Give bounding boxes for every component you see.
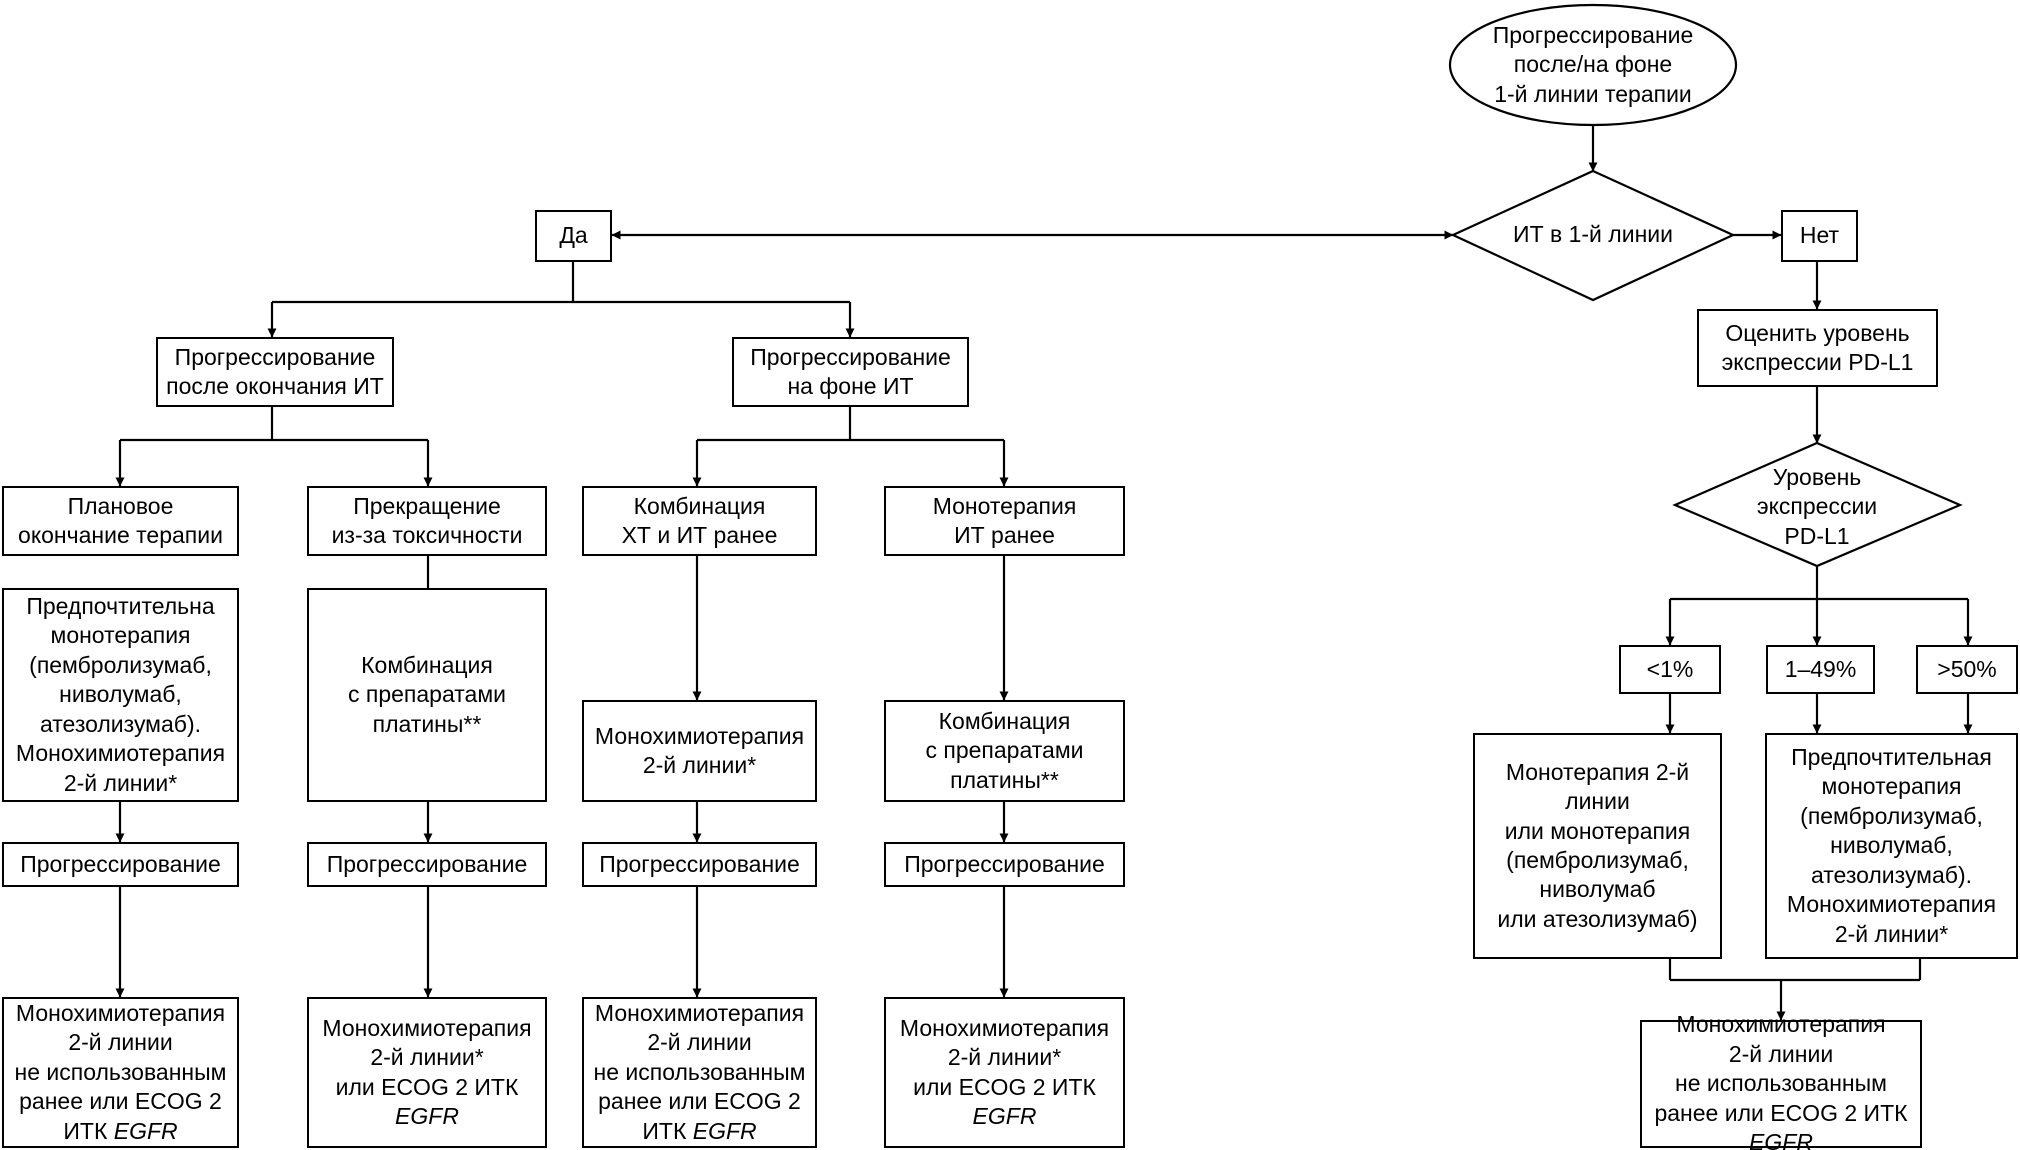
gene-egfr-col4: EGFR [972, 1102, 1037, 1129]
final-node-col3: Монохимиотерапия 2-й линии не использова… [582, 997, 817, 1148]
yes-node: Да [535, 210, 612, 262]
gene-egfr-col1: EGFR [113, 1117, 178, 1144]
chemo-it-combo-node: Комбинация ХТ и ИТ ранее [582, 486, 817, 556]
final-right-node: Монохимиотерапия 2-й линии не использова… [1640, 1011, 1922, 1150]
final-node-col4: Монохимиотерапия 2-й линии* или ECOG 2 И… [884, 997, 1125, 1148]
it-decision-diamond [1450, 169, 1736, 302]
platinum-combo-node-1: Комбинация с препаратами платины** [307, 588, 547, 802]
gene-egfr-col2: EGFR [395, 1102, 459, 1129]
planned-end-node: Плановое окончание терапии [2, 486, 239, 556]
platinum-combo-node-2: Комбинация с препаратами платины** [884, 700, 1125, 802]
start-node: Прогрессирование после/на фоне 1-й линии… [1492, 21, 1694, 107]
progression-after-it-end-node: Прогрессирование после окончания ИТ [156, 337, 394, 407]
gene-egfr-col3: EGFR [692, 1117, 757, 1144]
assess-pdl1-node: Оценить уровень экспрессии PD-L1 [1697, 309, 1938, 387]
mono-or-mono-node: Монотерапия 2-й линии или монотерапия (п… [1473, 733, 1722, 959]
no-node: Нет [1781, 210, 1858, 262]
progression-node-col1: Прогрессирование [2, 842, 239, 887]
pdl1-lt1-node: <1% [1619, 645, 1721, 694]
final-node-col2: Монохимиотерапия 2-й линии* или ECOG 2 И… [307, 997, 547, 1148]
final-right-text: Монохимиотерапия 2-й линии не использова… [1648, 1010, 1914, 1150]
it-decision-node: ИТ в 1-й линии [1513, 221, 1673, 248]
final-col1-text: Монохимиотерапия 2-й линии не использова… [14, 999, 227, 1144]
preferred-mono-node: Предпочтительна монотерапия (пембролизум… [2, 588, 239, 802]
final-col4-text: Монохимиотерапия 2-й линии* или ECOG 2 И… [899, 1014, 1110, 1129]
pdl1-gt50-node: >50% [1916, 645, 2018, 694]
progression-node-col2: Прогрессирование [307, 842, 547, 887]
toxicity-stop-node: Прекращение из-за токсичности [307, 486, 547, 556]
final-col2-text: Монохимиотерапия 2-й линии* или ECOG 2 И… [322, 1014, 532, 1129]
pdl1-decision-node: Уровень экспрессии PD-L1 [1756, 463, 1878, 549]
progression-on-it-node: Прогрессирование на фоне ИТ [732, 337, 969, 407]
final-col3-text: Монохимиотерапия 2-й линии не использова… [593, 999, 806, 1144]
mono-chemo-node: Монохимиотерапия 2-й линии* [582, 700, 817, 802]
mono-it-before-node: Монотерапия ИТ ранее [884, 486, 1125, 556]
preferred-mono-right-node: Предпочтительная монотерапия (пембролизу… [1765, 733, 2018, 959]
progression-node-col3: Прогрессирование [582, 842, 817, 887]
final-node-col1: Монохимиотерапия 2-й линии не использова… [2, 997, 239, 1148]
pdl1-mid-node: 1–49% [1766, 645, 1875, 694]
gene-egfr-right: EGFR [1749, 1129, 1813, 1150]
progression-node-col4: Прогрессирование [884, 842, 1125, 887]
